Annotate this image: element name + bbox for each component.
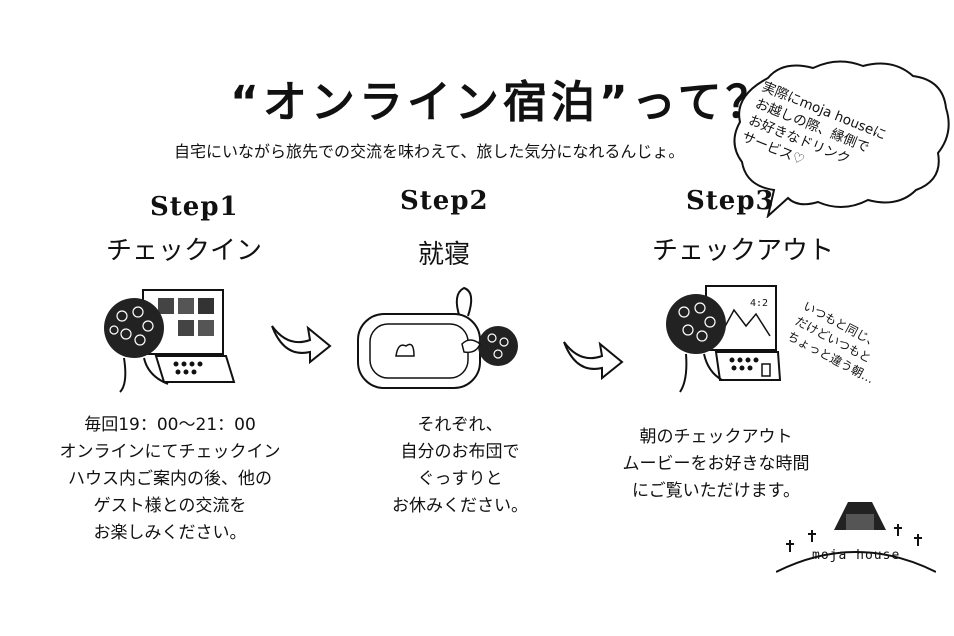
step2-line: お休みください。 — [392, 496, 528, 516]
step3-line: 朝のチェックアウト — [639, 427, 793, 447]
step1-line: お楽しみください。 — [93, 523, 247, 543]
logo-text: moja house — [812, 548, 901, 563]
step1-name: チェックイン — [106, 236, 263, 266]
page-title: “オンライン宿泊”って？ — [230, 77, 774, 128]
step2-line: 自分のお布団で — [400, 442, 520, 462]
speech-bubble-icon — [733, 60, 950, 218]
person-morning-laptop-icon: 4:2 — [666, 285, 782, 393]
step2-line: ぐっすりと — [417, 469, 503, 489]
step1-label: Step1 — [150, 192, 239, 222]
step2-description: それぞれ、 自分のお布団で ぐっすりと お休みください。 — [360, 412, 560, 520]
svg-text:4:2: 4:2 — [750, 298, 768, 309]
step3-name: チェックアウト — [652, 236, 835, 266]
step1-line: ハウス内ご案内の後、他の — [68, 469, 272, 489]
curved-arrow-icon — [563, 341, 624, 381]
side-note: いつもと同じ、 だけどいつもと ちょっと違う朝… — [784, 298, 893, 388]
step1-line: ゲスト様との交流を — [93, 496, 247, 516]
step3-label: Step3 — [686, 186, 775, 216]
step2-line: それぞれ、 — [417, 415, 503, 435]
curved-arrow-icon — [271, 325, 332, 365]
step3-description: 朝のチェックアウト ムービーをお好きな時間 にご覧いただけます。 — [596, 424, 836, 505]
step2-label: Step2 — [400, 186, 489, 216]
moja-house-logo-icon — [776, 502, 936, 573]
step3-line: にご覧いただけます。 — [632, 481, 800, 501]
page-subtitle: 自宅にいながら旅先での交流を味わえて、旅した気分になれるんじょ。 — [174, 142, 685, 161]
step3-line: ムービーをお好きな時間 — [622, 454, 810, 474]
step1-line: オンラインにてチェックイン — [59, 442, 281, 462]
step1-line: 毎回19：00〜21：00 — [84, 415, 256, 435]
step1-description: 毎回19：00〜21：00 オンラインにてチェックイン ハウス内ご案内の後、他の… — [50, 412, 290, 547]
person-laptop-icon — [104, 289, 236, 393]
sleeping-futon-icon — [357, 286, 518, 389]
step2-name: 就寝 — [418, 240, 471, 270]
